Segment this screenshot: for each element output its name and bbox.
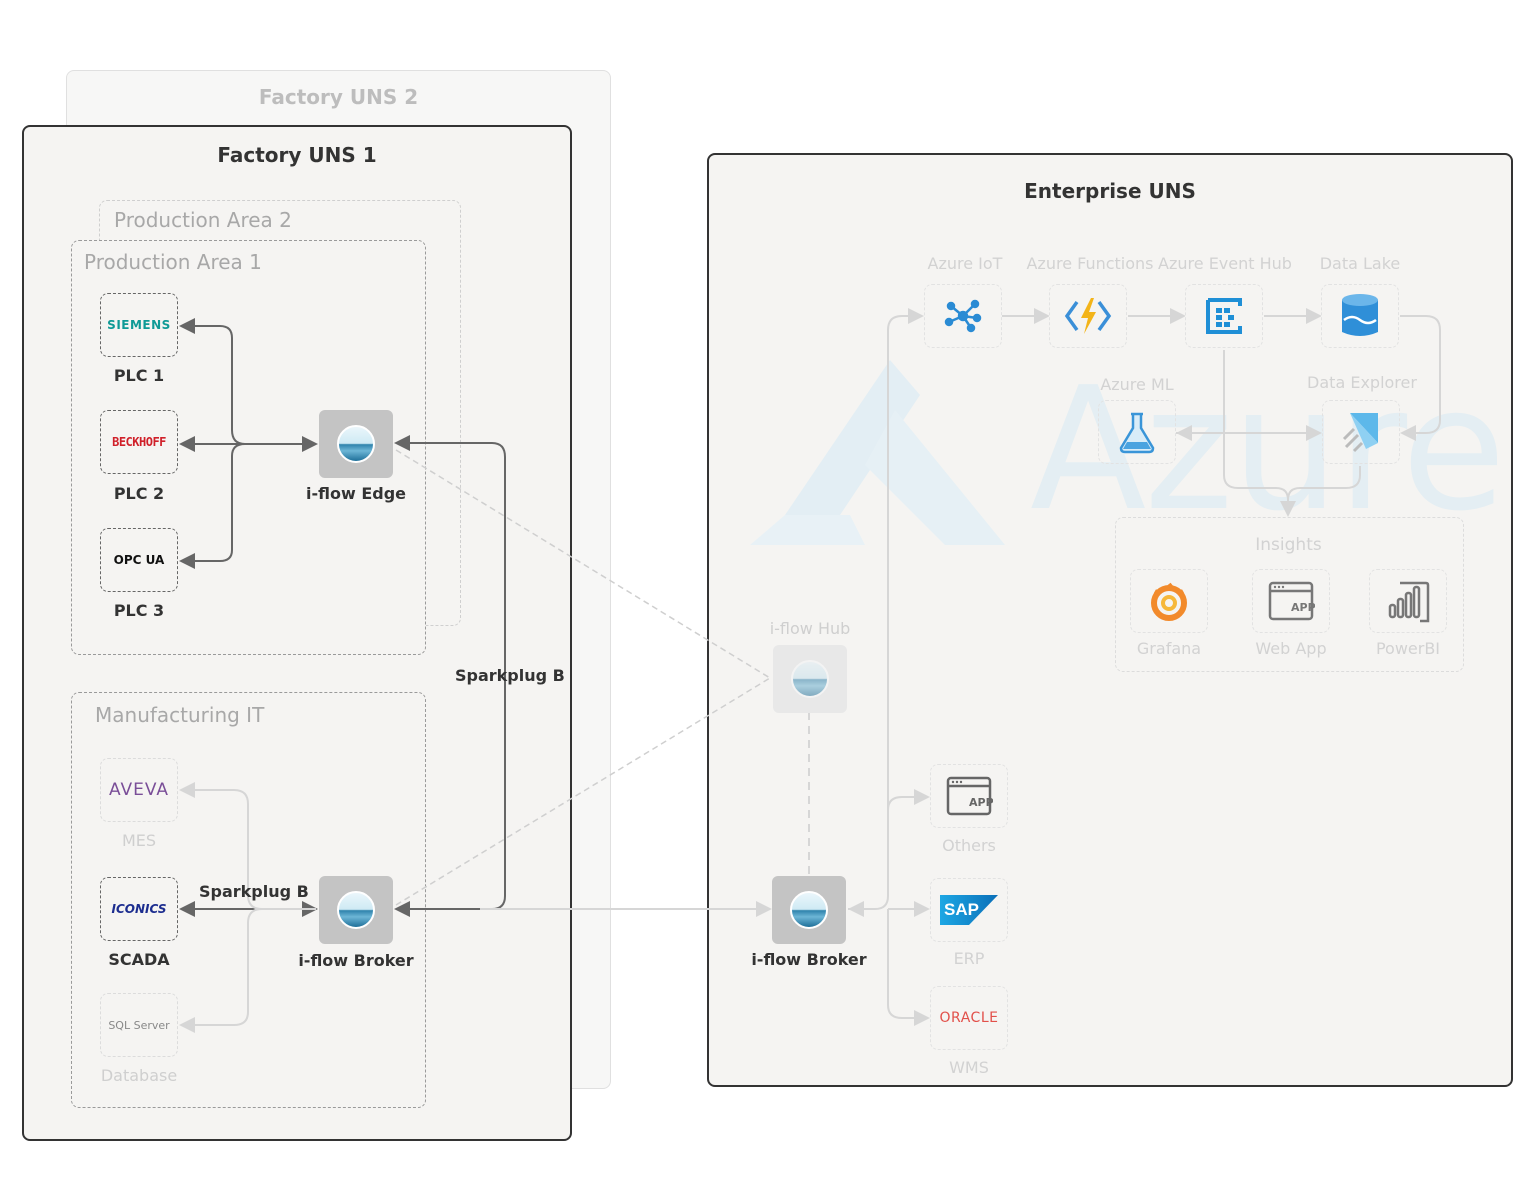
azure-ml-icon: [1119, 412, 1155, 454]
azure-ml-label: Azure ML: [1100, 375, 1174, 394]
mes-node[interactable]: AVEVA: [100, 758, 178, 822]
enterprise-iflow-broker-node[interactable]: [772, 876, 846, 944]
sql-server-logo: SQL Server: [108, 1018, 170, 1032]
azure-event-hub-label: Azure Event Hub: [1158, 254, 1292, 273]
iflow-hub-label: i-flow Hub: [769, 619, 851, 638]
edge-to-plc3-line: [179, 443, 246, 569]
data-lake-node[interactable]: [1321, 284, 1399, 348]
wms-node[interactable]: ORACLE: [930, 986, 1008, 1050]
plc2-node[interactable]: BECKHOFF: [100, 410, 178, 474]
sparkplug-label-right: Sparkplug B: [455, 666, 565, 685]
siemens-logo: SIEMENS: [107, 318, 171, 332]
production-area-1-title: Production Area 1: [84, 250, 262, 274]
iflow-edge-icon: [337, 425, 375, 463]
ent-broker-trunk: [848, 308, 924, 910]
iconics-logo: ICONICS: [111, 902, 167, 916]
azure-iot-icon: [944, 299, 982, 333]
azure-functions-node[interactable]: [1049, 284, 1127, 348]
erp-label: ERP: [953, 949, 985, 968]
azure-event-hub-node[interactable]: [1185, 284, 1263, 348]
sap-logo-text: SAP: [944, 900, 979, 919]
data-explorer-label: Data Explorer: [1307, 373, 1417, 392]
grafana-label: Grafana: [1136, 639, 1202, 658]
factory-uns-1-title: Factory UNS 1: [217, 143, 377, 167]
sparkplug-label-left: Sparkplug B: [199, 882, 309, 901]
iflow-hub-node[interactable]: [773, 645, 847, 713]
iflow-edge-node[interactable]: [319, 410, 393, 478]
web-app-icon: APP: [1268, 581, 1315, 621]
database-line: [179, 908, 263, 1033]
others-app-icon: APP: [946, 776, 993, 816]
factory-uns-2-title: Factory UNS 2: [258, 85, 419, 109]
azure-watermark-text: Azure: [1030, 351, 1506, 549]
insights-title: Insights: [1255, 535, 1322, 555]
grafana-icon: [1151, 582, 1187, 621]
insights-area: [1115, 517, 1464, 672]
mes-line: [179, 782, 316, 910]
web-app-label: Web App: [1255, 639, 1327, 658]
enterprise-uns-title: Enterprise UNS: [1024, 179, 1196, 203]
wms-label: WMS: [949, 1058, 989, 1077]
web-app-app-text: APP: [1291, 601, 1315, 614]
factory-iflow-broker-icon: [337, 891, 375, 929]
oracle-logo: ORACLE: [939, 1010, 999, 1026]
data-explorer-icon: [1342, 413, 1378, 453]
factory-iflow-broker-label: i-flow Broker: [298, 951, 414, 970]
powerbi-node[interactable]: [1369, 569, 1447, 633]
azure-functions-label: Azure Functions: [1026, 254, 1154, 273]
erp-node[interactable]: SAP: [930, 878, 1008, 942]
plc3-label: PLC 3: [113, 601, 165, 620]
scada-node[interactable]: ICONICS: [100, 877, 178, 941]
scada-label: SCADA: [108, 950, 170, 969]
grafana-node[interactable]: [1130, 569, 1208, 633]
powerbi-icon: [1388, 581, 1430, 623]
azure-event-hub-icon: [1206, 298, 1242, 334]
aveva-logo: AVEVA: [108, 780, 170, 800]
iflow-hub-icon: [791, 660, 829, 698]
iflow-edge-label: i-flow Edge: [305, 484, 406, 503]
plc1-node[interactable]: SIEMENS: [100, 293, 178, 357]
web-app-node[interactable]: APP: [1252, 569, 1330, 633]
data-explorer-node[interactable]: [1322, 400, 1400, 464]
beckhoff-logo: BECKHOFF: [112, 435, 166, 449]
data-lake-label: Data Lake: [1319, 254, 1401, 273]
plc2-label: PLC 2: [113, 484, 165, 503]
azure-functions-icon: [1064, 298, 1112, 334]
azure-iot-label: Azure IoT: [927, 254, 1003, 273]
azure-watermark-logo: [750, 360, 1005, 545]
data-lake-icon: [1342, 294, 1378, 336]
enterprise-iflow-broker-label: i-flow Broker: [751, 950, 867, 969]
azure-iot-node[interactable]: [924, 284, 1002, 348]
enterprise-iflow-broker-icon: [790, 891, 828, 929]
database-node[interactable]: SQL Server: [100, 993, 178, 1057]
others-node[interactable]: APP: [930, 764, 1008, 828]
manufacturing-it-area: [71, 692, 426, 1108]
sap-logo: SAP: [940, 895, 998, 925]
others-app-text: APP: [969, 796, 993, 809]
plc3-node[interactable]: OPC UA: [100, 528, 178, 592]
production-area-2-title: Production Area 2: [114, 208, 292, 232]
edge-to-plc1-line: [179, 318, 316, 445]
manufacturing-it-title: Manufacturing IT: [95, 703, 265, 727]
hub-broker-dashed: [395, 677, 771, 906]
azure-ml-node[interactable]: [1098, 400, 1176, 464]
mes-label: MES: [121, 831, 157, 850]
factory-iflow-broker-node[interactable]: [319, 876, 393, 944]
database-label: Database: [100, 1066, 178, 1085]
powerbi-label: PowerBI: [1375, 639, 1441, 658]
opc-ua-logo: OPC UA: [113, 553, 165, 567]
others-label: Others: [942, 836, 996, 855]
plc1-label: PLC 1: [113, 366, 165, 385]
hub-edge-dashed: [395, 449, 771, 679]
